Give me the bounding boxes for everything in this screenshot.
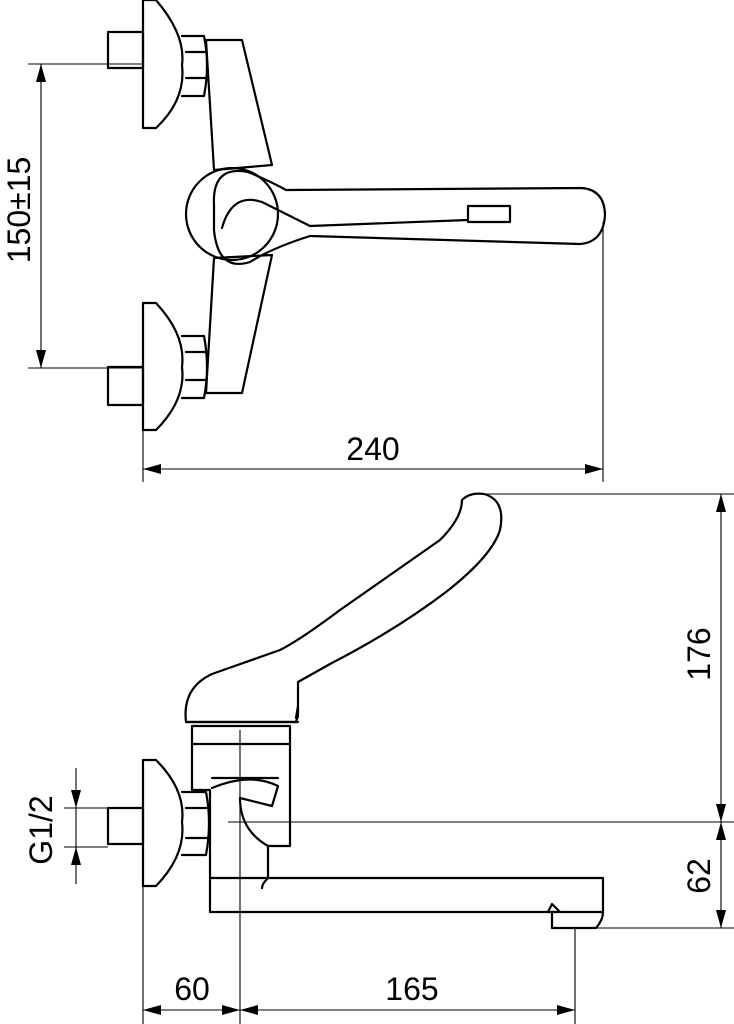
handle-height-dimension: 176 (228, 493, 734, 823)
body-cam (210, 778, 280, 848)
thread-size-label: G1/2 (23, 795, 59, 864)
top-view: 150±15 240 (1, 0, 607, 482)
spout-nozzle (546, 902, 605, 930)
side-lever (184, 492, 503, 724)
upper-rosette (106, 0, 209, 130)
handle-height-label: 176 (681, 627, 717, 680)
lever-ridge (220, 198, 470, 230)
overall-width-dimension: 240 (142, 222, 604, 482)
side-view: 176 62 G1/2 60 (23, 492, 734, 1024)
inlet-spacing-label: 150±15 (1, 157, 37, 264)
upper-arm (204, 38, 274, 172)
lower-arm (204, 253, 274, 395)
mixer-body (184, 166, 280, 262)
thread-size-dimension: G1/2 (23, 768, 108, 884)
spout-height-label: 62 (681, 858, 717, 894)
lever-slot (466, 204, 512, 224)
overall-width-label: 240 (346, 431, 399, 467)
inlet-spacing-dimension: 150±15 (1, 63, 143, 369)
lever-top (212, 169, 607, 265)
spout-reach-label: 165 (385, 971, 438, 1007)
side-spout (208, 876, 605, 914)
lower-rosette (106, 301, 209, 432)
wall-to-inlet-label: 60 (174, 971, 210, 1007)
spout-height-dimension: 62 (596, 822, 734, 929)
spout-reach-dimension: 165 (240, 928, 576, 1024)
wall-to-inlet-dimension: 60 (142, 886, 240, 1024)
side-rosette (106, 758, 211, 888)
